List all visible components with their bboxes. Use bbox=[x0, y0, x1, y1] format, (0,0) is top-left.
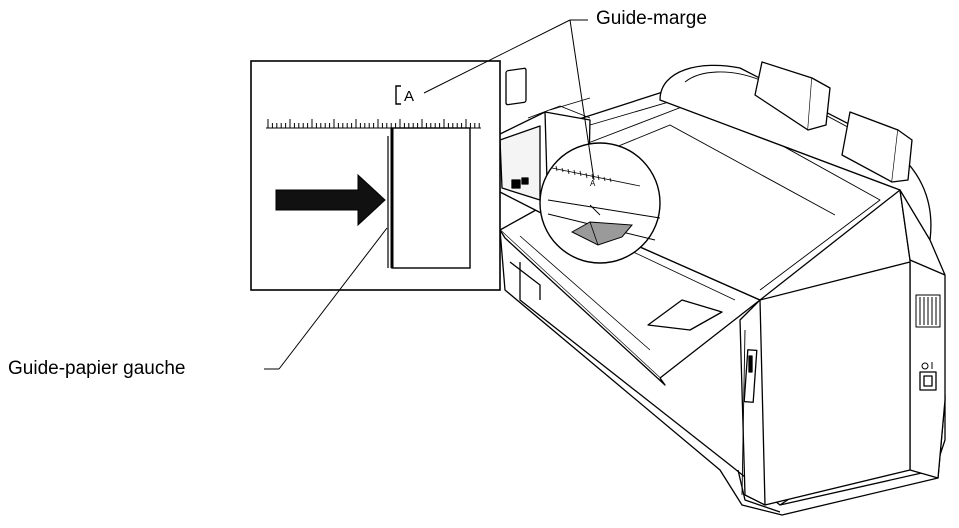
margin-guide-label: Guide-marge bbox=[596, 8, 707, 29]
insertion-arrow bbox=[275, 173, 386, 227]
side-vents bbox=[915, 294, 941, 328]
front-end-cap bbox=[739, 261, 911, 506]
power-switch bbox=[919, 362, 937, 391]
detail-inset: A bbox=[250, 60, 501, 291]
margin-guide-leader-inset bbox=[423, 19, 571, 94]
margin-marker-bracket bbox=[395, 85, 401, 105]
small-ruler bbox=[551, 165, 641, 187]
magnifier-circle: A bbox=[539, 142, 661, 264]
margin-scale-marker: A bbox=[404, 88, 414, 105]
end-cap-slot bbox=[743, 349, 758, 403]
margin-guide-leader-printer bbox=[569, 19, 595, 181]
paper-guide-arrow-small bbox=[570, 221, 634, 246]
callout-lines bbox=[264, 19, 595, 370]
printer bbox=[497, 61, 946, 516]
paper-sheet bbox=[391, 127, 471, 269]
paper-guide-leader bbox=[278, 227, 388, 370]
panel-display bbox=[505, 67, 527, 106]
shelf-tab bbox=[647, 299, 723, 331]
left-paper-guide-label: Guide-papier gauche bbox=[8, 358, 186, 379]
printer-scale-marker: A bbox=[590, 179, 596, 188]
